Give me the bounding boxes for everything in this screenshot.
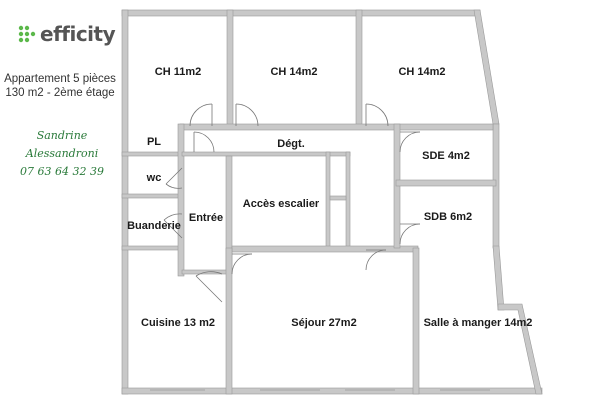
wall-left xyxy=(121,9,129,395)
door-buanderie-swing xyxy=(163,213,183,221)
apartment-info: Appartement 5 pièces 130 m2 - 2ème étage xyxy=(0,72,120,100)
brand-name: efficity xyxy=(40,22,116,46)
label-ch1: CH 11m2 xyxy=(155,66,201,78)
door-escalier-swing xyxy=(365,249,387,271)
wall-sejour-top xyxy=(231,245,419,253)
room-labels: CH 11m2 CH 14m2 CH 14m2 PL Dégt. SDE 4m2… xyxy=(127,66,532,329)
door-cuisine xyxy=(195,275,223,303)
door-ch1-swing xyxy=(189,103,213,127)
door-sejour-swing xyxy=(231,253,253,275)
apartment-surface-floor: 130 m2 - 2ème étage xyxy=(5,87,115,99)
green-dots-icon xyxy=(18,25,36,43)
wall-right-bottom xyxy=(497,303,543,395)
wall-sejour-salle xyxy=(412,247,420,395)
wall-ch1-ch2 xyxy=(226,9,234,129)
label-acces: Accès escalier xyxy=(243,198,320,210)
label-degt: Dégt. xyxy=(277,138,305,150)
wall-pl-bottom xyxy=(121,151,183,157)
label-entree: Entrée xyxy=(189,212,223,224)
wall-shaft-middle xyxy=(329,195,347,201)
wall-entree-left xyxy=(177,123,185,277)
label-sde: SDE 4m2 xyxy=(422,150,470,162)
label-pl: PL xyxy=(147,136,161,148)
agent-phone: 07 63 64 32 39 xyxy=(20,165,104,178)
label-wc: wc xyxy=(146,172,162,184)
doors xyxy=(163,103,421,303)
wall-sde-sdb xyxy=(395,179,497,187)
door-ch2-swing xyxy=(235,103,259,127)
door-ch3-swing xyxy=(365,103,389,127)
door-cuisine-swing xyxy=(195,271,223,277)
label-cuisine: Cuisine 13 m2 xyxy=(141,317,215,329)
wall-ch2-ch3 xyxy=(355,9,363,129)
label-salle: Salle à manger 14m2 xyxy=(424,317,533,329)
wall-buanderie-bottom xyxy=(121,245,183,251)
door-wc xyxy=(165,167,183,185)
door-buanderie xyxy=(163,219,183,239)
wall-right-lower xyxy=(492,245,505,311)
wall-degt-bottom xyxy=(181,151,351,157)
brand-logo: efficity xyxy=(18,22,116,46)
door-degt-swing xyxy=(193,131,215,153)
apartment-type: Appartement 5 pièces xyxy=(4,73,116,85)
agent-signature: Sandrine Alessandroni 07 63 64 32 39 xyxy=(0,127,124,181)
wall-right-upper xyxy=(473,9,500,125)
door-sde-swing xyxy=(399,131,421,153)
wall-bottom xyxy=(121,387,543,395)
wall-acces-right xyxy=(325,151,331,251)
door-wc-swing xyxy=(165,183,183,189)
wall-cuisine-sejour xyxy=(225,247,233,395)
wall-top xyxy=(121,9,481,17)
walls xyxy=(121,9,543,395)
door-sdb-swing xyxy=(399,223,421,245)
wall-bedrooms-bottom xyxy=(179,123,494,131)
label-ch2: CH 14m2 xyxy=(270,66,317,78)
wall-shaft-right xyxy=(345,151,351,251)
label-sdb: SDB 6m2 xyxy=(424,211,472,223)
label-buanderie: Buanderie xyxy=(127,220,181,232)
wall-wc-bottom xyxy=(121,193,183,199)
agent-name: Sandrine Alessandroni xyxy=(25,129,99,160)
label-ch3: CH 14m2 xyxy=(398,66,445,78)
label-sejour: Séjour 27m2 xyxy=(291,317,356,329)
